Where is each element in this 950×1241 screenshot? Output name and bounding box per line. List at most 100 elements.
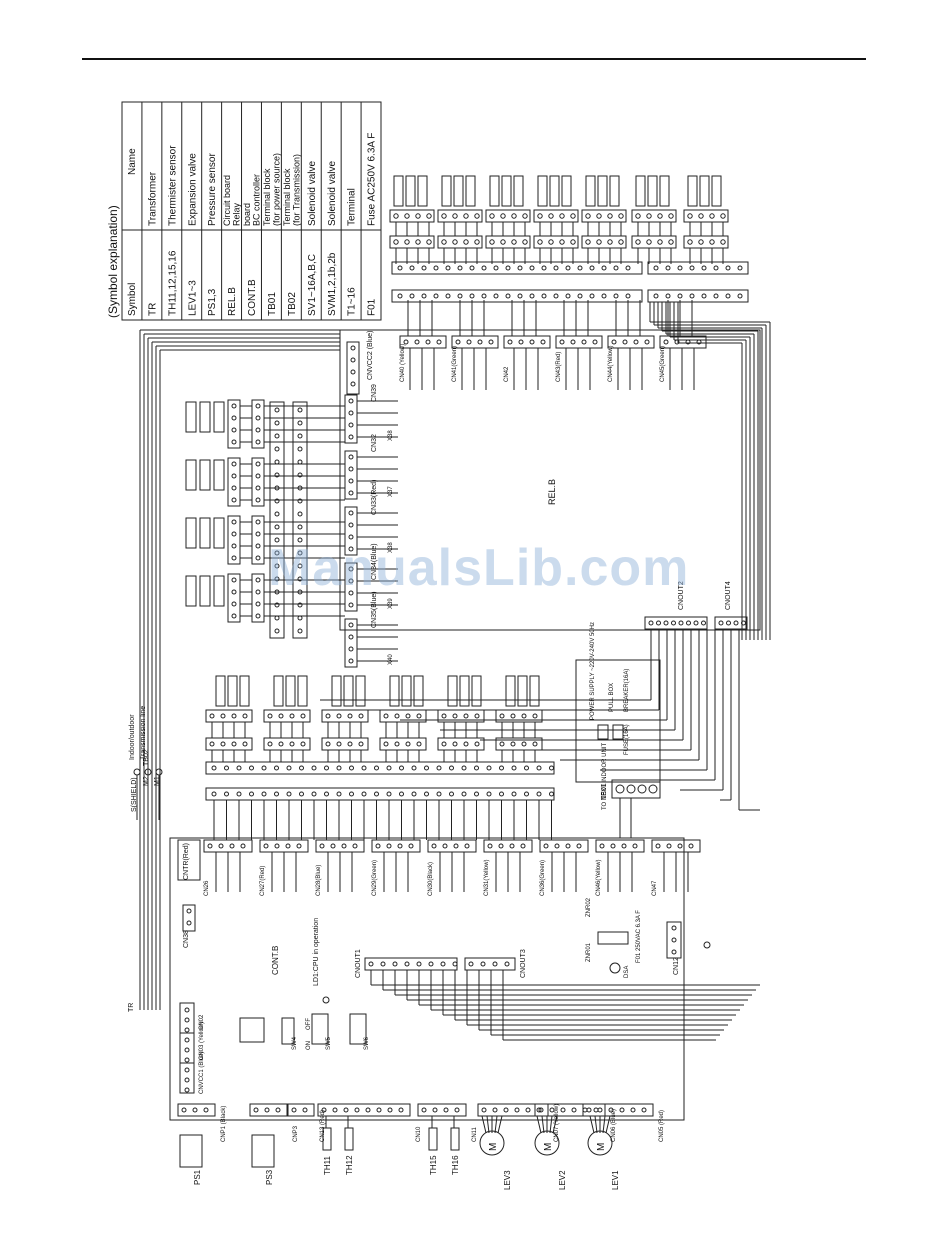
dip-switch [349, 1013, 367, 1045]
terminal [297, 563, 303, 569]
tb01-block [611, 779, 661, 799]
solenoid-valve [711, 175, 722, 207]
solenoid-valve [699, 175, 710, 207]
pin [452, 961, 458, 967]
relay-connector [259, 839, 309, 853]
pin [741, 620, 746, 626]
connector-label: CN32 [371, 434, 378, 452]
terminal [521, 713, 527, 719]
terminal [231, 497, 237, 503]
pin [677, 843, 683, 849]
terminal [399, 765, 404, 771]
pin [348, 622, 354, 628]
pin [404, 961, 410, 967]
relay-label: X40 [388, 654, 394, 665]
pin [477, 339, 483, 345]
terminal [300, 741, 306, 747]
terminal [657, 213, 663, 219]
switch-label: SW6 [364, 1036, 370, 1050]
terminal [220, 741, 226, 747]
pin [348, 410, 354, 416]
terminal [297, 407, 303, 413]
pin [443, 1107, 449, 1113]
pin [348, 466, 354, 472]
terminal [274, 511, 280, 517]
pin [632, 843, 638, 849]
terminal [452, 239, 458, 245]
pin [693, 620, 699, 626]
wire [605, 1115, 611, 1134]
terminal [297, 576, 303, 582]
breaker-label: BREAKER(16A) [624, 669, 630, 712]
pin [348, 658, 354, 664]
table-cell-name: Relay [232, 202, 242, 226]
terminal [499, 791, 504, 797]
terminal [404, 239, 410, 245]
table-cell-name: (for power source) [271, 153, 281, 226]
table-cell-symbol: TR [147, 303, 158, 316]
terminal [224, 791, 229, 797]
terminal [421, 265, 427, 271]
terminal [231, 415, 237, 421]
terminal [255, 485, 261, 491]
table-cell-symbol: SVM1,2,1b,2b [327, 252, 338, 316]
terminal [511, 213, 517, 219]
terminal-strip [391, 289, 643, 303]
cpu-label: LD1:CPU in operation [313, 918, 320, 986]
pin [678, 620, 684, 626]
relay-connector [503, 335, 551, 349]
solenoid-valve [447, 675, 458, 707]
terminal [383, 713, 389, 719]
wire [602, 1115, 606, 1134]
terminal [231, 589, 237, 595]
tb02-terminal [144, 768, 152, 776]
pin [507, 339, 513, 345]
solenoid-valve [401, 675, 412, 707]
pin [416, 961, 422, 967]
terminal-block [495, 737, 543, 751]
tb01-terminal [615, 784, 625, 794]
table-cell-name: Expansion valve [187, 153, 198, 226]
terminal [255, 415, 261, 421]
terminal-block [437, 209, 483, 223]
terminal [297, 628, 303, 634]
table-cell-name: Terminal [347, 188, 358, 226]
table-cell-name: Terminal block [262, 168, 272, 226]
terminal [383, 741, 389, 747]
connector-label: CN39 [371, 384, 378, 402]
cnvcc2-connector [346, 341, 360, 395]
terminal [255, 497, 261, 503]
pin [350, 381, 356, 387]
component-connector [582, 1103, 654, 1117]
terminal [255, 473, 261, 479]
terminal [255, 613, 261, 619]
switch-on-label: ON [306, 1041, 312, 1050]
terminal [299, 791, 304, 797]
terminal-block [251, 399, 265, 449]
terminal-block [389, 209, 435, 223]
relay-connector [315, 839, 365, 853]
terminal [511, 239, 517, 245]
terminal [416, 713, 422, 719]
component-connector [287, 1103, 315, 1117]
pin [671, 949, 677, 955]
terminal [274, 420, 280, 426]
connector-label: CN36(Green) [540, 860, 546, 896]
pin [348, 646, 354, 652]
terminal [261, 791, 267, 797]
terminal [737, 265, 743, 271]
terminal [532, 713, 538, 719]
tb02-shield: S(SHIELD) [131, 777, 138, 812]
terminal [517, 293, 523, 299]
solenoid-valve [517, 675, 528, 707]
terminal [297, 472, 303, 478]
solenoid-valve [285, 675, 296, 707]
terminal [474, 213, 480, 219]
terminal [486, 765, 492, 771]
pin [392, 961, 398, 967]
terminal [653, 293, 659, 299]
pin [332, 1107, 338, 1113]
terminal [274, 446, 280, 452]
terminal [274, 589, 280, 595]
transmission-label: Transmission line [140, 706, 147, 760]
